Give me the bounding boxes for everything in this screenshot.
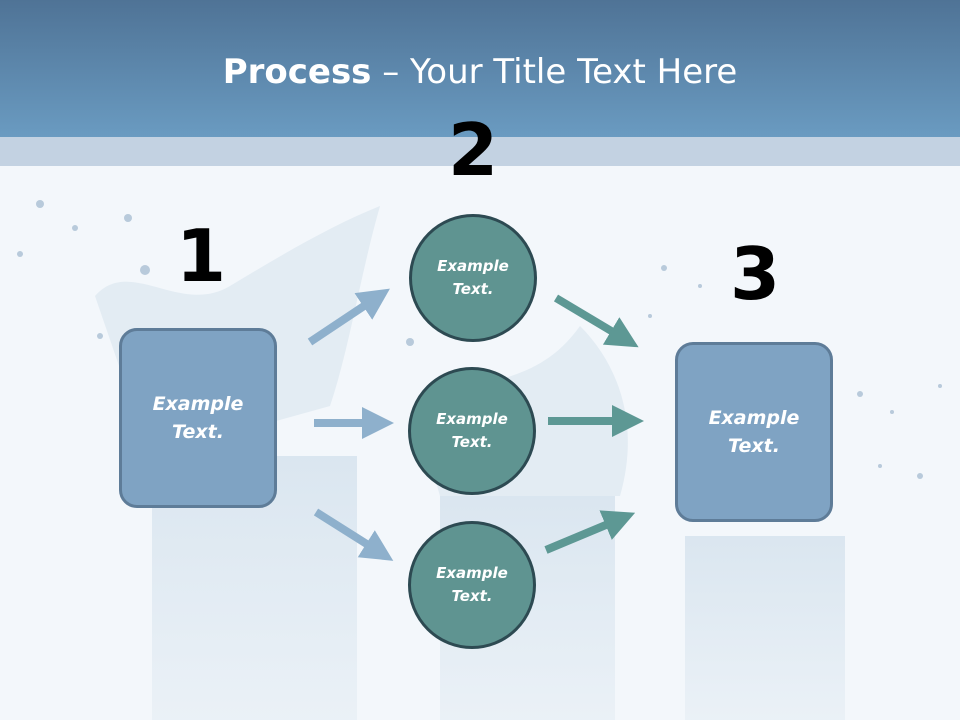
step-2-circle-top: Example Text. xyxy=(409,214,537,342)
slide-title: Process – Your Title Text Here xyxy=(0,52,960,92)
step-number-1: 1 xyxy=(176,214,227,298)
step-number-3: 3 xyxy=(730,232,781,316)
arrow-2c-to-3 xyxy=(544,510,636,554)
step-2-circle-middle-label: Example Text. xyxy=(436,409,508,451)
title-banner xyxy=(0,0,960,137)
arrow-2a-to-3 xyxy=(553,294,639,348)
water-droplets xyxy=(17,200,942,479)
title-rest: – Your Title Text Here xyxy=(371,52,738,92)
step-number-2: 2 xyxy=(448,108,499,192)
step-2-circle-top-label: Example Text. xyxy=(437,256,509,298)
glass-right xyxy=(685,536,845,720)
title-underband xyxy=(0,137,960,166)
step-3-label: Example Text. xyxy=(708,406,800,458)
arrow-1-to-2c xyxy=(313,508,394,561)
step-2-circle-bottom-label: Example Text. xyxy=(436,563,508,605)
arrow-1-to-2a xyxy=(307,288,390,346)
step-2-circle-middle: Example Text. xyxy=(408,367,536,495)
step-1-box: Example Text. xyxy=(119,328,277,508)
step-3-box: Example Text. xyxy=(675,342,833,522)
title-bold: Process xyxy=(222,52,372,92)
step-1-label: Example Text. xyxy=(152,392,244,444)
step-2-circle-bottom: Example Text. xyxy=(408,521,536,649)
